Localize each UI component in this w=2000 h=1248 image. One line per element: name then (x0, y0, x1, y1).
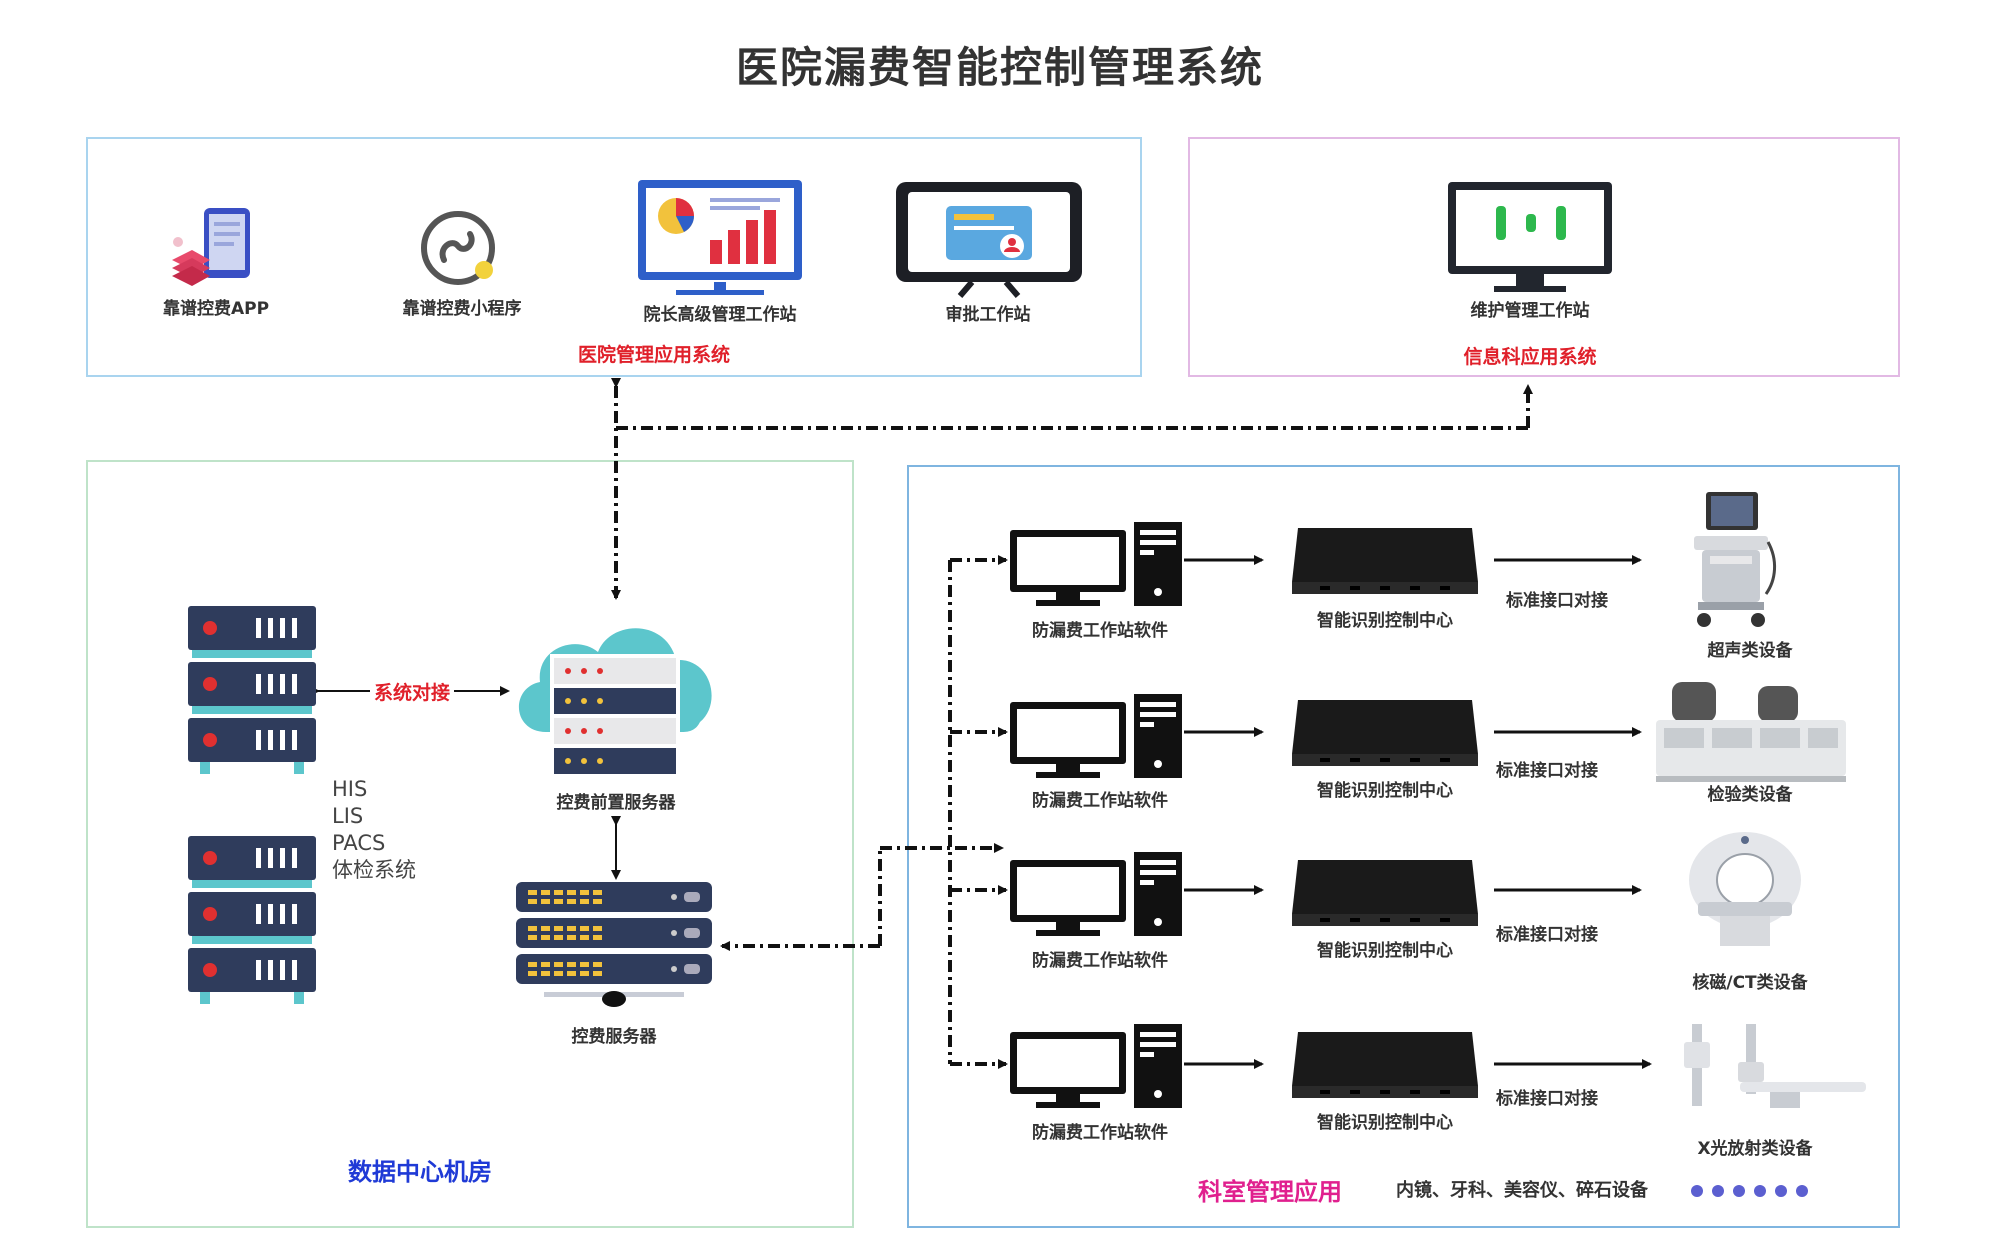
smart-control-box-icon (1292, 1032, 1478, 1098)
department-panel-label: 科室管理应用 (1198, 1178, 1342, 1206)
device-label: 检验类设备 (1707, 785, 1793, 805)
app-label-mini-program: 靠谱控费小程序 (402, 299, 522, 319)
ct-scanner-device-icon (1689, 832, 1801, 946)
more-devices-dots (1682, 1182, 1808, 1201)
controller-label: 智能识别控制中心 (1317, 781, 1453, 801)
mini-program-icon (421, 211, 495, 285)
system-item: LIS (332, 804, 364, 828)
xray-device-icon (1684, 1024, 1866, 1108)
system-link-label: 系统对接 (373, 682, 450, 704)
app-label-kaopu-app: 靠谱控费APP (162, 299, 270, 319)
approval-monitor-icon (896, 182, 1082, 298)
info-system-label: 信息科应用系统 (1463, 346, 1597, 368)
smart-control-box-icon (1292, 860, 1478, 926)
workstation-label: 防漏费工作站软件 (1032, 951, 1168, 971)
ellipsis-dot (1733, 1185, 1745, 1197)
datacenter-panel (86, 460, 854, 1228)
interface-label: 标准接口对接 (1506, 591, 1608, 611)
hospital-app-panel (86, 137, 1142, 377)
ellipsis-dot (1775, 1185, 1787, 1197)
system-item: 体检系统 (332, 858, 416, 882)
system-item: PACS (332, 831, 386, 855)
workstation-label: 防漏费工作站软件 (1032, 1123, 1168, 1143)
smart-control-box-icon (1292, 528, 1478, 594)
page-title: 医院漏费智能控制管理系统 (735, 43, 1264, 92)
maintenance-monitor-icon (1448, 182, 1612, 292)
front-server-label: 控费前置服务器 (556, 793, 676, 813)
workstation-label: 防漏费工作站软件 (1032, 621, 1168, 641)
control-server-label: 控费服务器 (571, 1027, 657, 1047)
workstation-pc-icon (1010, 1024, 1182, 1108)
interface-label: 标准接口对接 (1496, 1089, 1598, 1109)
datacenter-panel-label: 数据中心机房 (348, 1158, 492, 1186)
controller-label: 智能识别控制中心 (1317, 1113, 1453, 1133)
lis-server-rack-icon (188, 836, 316, 1004)
his-server-rack-icon (188, 606, 316, 774)
workstation-label: 防漏费工作站软件 (1032, 791, 1168, 811)
dashboard-monitor-icon (638, 180, 802, 295)
device-label: X光放射类设备 (1697, 1139, 1813, 1159)
tablet-app-icon (172, 208, 250, 286)
controller-label: 智能识别控制中心 (1317, 941, 1453, 961)
ultrasound-device-icon (1694, 492, 1776, 627)
app-label-director-workstation: 院长高级管理工作站 (643, 305, 797, 325)
workstation-pc-icon (1010, 522, 1182, 606)
smart-control-box-icon (1292, 700, 1478, 766)
controller-label: 智能识别控制中心 (1317, 611, 1453, 631)
device-label: 超声类设备 (1707, 641, 1793, 661)
ellipsis-dot (1712, 1185, 1724, 1197)
workstation-pc-icon (1010, 852, 1182, 936)
cloud-front-server-icon (518, 628, 712, 778)
info-dept-panel (1188, 137, 1900, 377)
hospital-systems-list: HIS LIS PACS 体检系统 (332, 776, 416, 884)
workstation-pc-icon (1010, 694, 1182, 778)
other-devices-label: 内镜、牙科、美容仪、碎石设备 (1396, 1180, 1648, 1201)
hospital-system-label: 医院管理应用系统 (577, 344, 730, 366)
control-server-rack-icon (516, 882, 712, 1007)
lab-analyzer-device-icon (1656, 682, 1846, 782)
ellipsis-dot (1691, 1185, 1703, 1197)
ellipsis-dot (1796, 1185, 1808, 1197)
app-label-maintenance-workstation: 维护管理工作站 (1470, 301, 1590, 321)
ellipsis-dot (1754, 1185, 1766, 1197)
app-label-approval-workstation: 审批工作站 (945, 305, 1031, 325)
interface-label: 标准接口对接 (1496, 761, 1598, 781)
device-label: 核磁/CT类设备 (1692, 973, 1808, 993)
interface-label: 标准接口对接 (1496, 925, 1598, 945)
system-item: HIS (332, 777, 368, 801)
